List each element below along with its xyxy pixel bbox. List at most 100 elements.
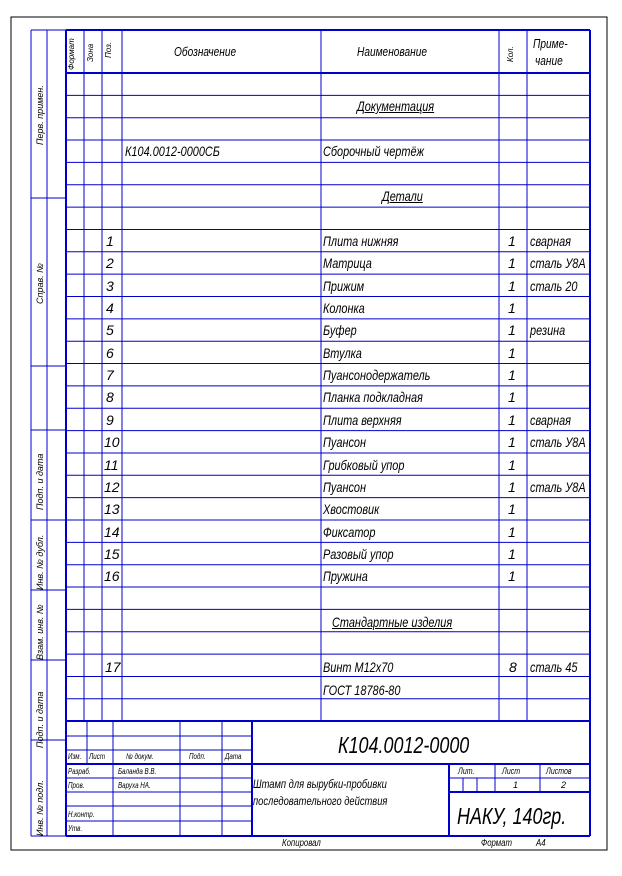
- row-name: Втулка: [323, 344, 362, 361]
- header-note-1: Приме-: [533, 36, 568, 51]
- assembly-name: Сборочный чертёж: [323, 143, 425, 159]
- side-perv-primen: Перв. примен.: [35, 85, 45, 145]
- row-name: Грибковый упор: [323, 456, 405, 473]
- row-name: Хвостовик: [323, 501, 380, 518]
- side-vzam-inv: Взам. инв. №: [35, 604, 45, 660]
- side-sprav-no: Справ. №: [35, 263, 45, 304]
- row-pos: 11: [104, 456, 119, 473]
- row-qty: 1: [508, 255, 516, 272]
- row-pos: 7: [106, 367, 114, 384]
- row-qty: 1: [508, 277, 516, 294]
- row-note: сталь У8А: [530, 255, 586, 272]
- tb-listov-h: Листов: [546, 766, 572, 776]
- tb-date: Дата: [225, 752, 242, 761]
- row-qty: 1: [508, 233, 516, 249]
- std-name-2: ГОСТ 18786-80: [323, 682, 401, 698]
- tb-prov-name: Варуха НА.: [118, 781, 151, 790]
- header-designation: Обозначение: [174, 44, 237, 59]
- row-pos: 1: [106, 233, 114, 249]
- row-qty: 1: [508, 501, 516, 518]
- tb-ndoc: № докум.: [126, 752, 154, 761]
- footer-format-value: А4: [536, 838, 546, 849]
- std-name: Винт М12х70: [323, 659, 394, 675]
- row-pos: 16: [104, 568, 120, 585]
- std-pos: 17: [105, 659, 121, 675]
- tb-nkontr: Н.контр.: [68, 810, 95, 819]
- side-podp-data-1: Подп. и дата: [35, 453, 45, 510]
- side-inv-dubl: Инв. № дубл.: [35, 534, 45, 590]
- header-pos: Поз.: [104, 41, 113, 58]
- row-name: Буфер: [323, 322, 357, 339]
- section-docs: Документация: [357, 98, 435, 114]
- row-pos: 2: [106, 255, 114, 272]
- row-name: Пружина: [323, 568, 368, 585]
- row-pos: 5: [106, 322, 114, 339]
- doc-code: К104.0012-0000: [338, 732, 470, 758]
- tb-org: НАКУ, 140гр.: [457, 803, 567, 829]
- row-pos: 9: [106, 411, 114, 428]
- row-name: Пуансон: [323, 434, 366, 451]
- row-qty: 1: [508, 300, 516, 317]
- tb-razrab-name: Баланда В.В.: [118, 767, 157, 776]
- row-pos: 15: [104, 545, 120, 562]
- row-name: Разовый упор: [323, 545, 394, 562]
- row-qty: 1: [508, 478, 516, 495]
- tb-lit: Лит.: [458, 766, 475, 776]
- row-qty: 1: [508, 456, 516, 473]
- std-note: сталь 45: [530, 659, 578, 675]
- footer-format: Формат: [481, 838, 512, 849]
- row-pos: 12: [104, 478, 120, 495]
- std-qty: 8: [509, 659, 517, 675]
- section-standard: Стандартные изделия: [332, 614, 453, 630]
- row-note: сталь 20: [530, 277, 578, 294]
- side-inv-podl: Инв. № подл.: [35, 780, 45, 836]
- row-name: Матрица: [323, 255, 372, 272]
- row-qty: 1: [508, 568, 516, 585]
- row-note: сварная: [530, 411, 571, 428]
- row-qty: 1: [508, 523, 516, 540]
- row-name: Колонка: [323, 300, 365, 317]
- tb-title-1: Штамп для вырубки-пробивки: [253, 777, 387, 791]
- row-qty: 1: [508, 434, 516, 451]
- header-format: Формат: [67, 38, 76, 70]
- header-name: Наименование: [357, 44, 427, 59]
- row-pos: 14: [104, 523, 120, 540]
- header-zone: Зона: [86, 43, 95, 62]
- row-name: Прижим: [323, 277, 365, 294]
- tb-izm: Изм.: [68, 752, 82, 761]
- tb-utv: Утв.: [68, 824, 83, 833]
- tb-list-h: Лист: [502, 766, 521, 776]
- row-qty: 1: [508, 389, 516, 406]
- row-qty: 1: [508, 411, 516, 428]
- row-pos: 4: [106, 300, 114, 317]
- header-qty: Кол.: [506, 46, 515, 62]
- row-note: резина: [530, 322, 566, 339]
- row-qty: 1: [508, 367, 516, 384]
- tb-list: Лист: [89, 752, 106, 761]
- side-podp-data-2: Подп. и дата: [35, 691, 45, 748]
- row-pos: 8: [106, 389, 114, 406]
- row-pos: 13: [104, 501, 120, 518]
- row-name: Плита верхняя: [323, 411, 402, 428]
- tb-razrab: Разраб.: [68, 767, 91, 776]
- row-name: Плита нижняя: [323, 233, 399, 249]
- row-name: Фиксатор: [323, 523, 376, 540]
- row-qty: 1: [508, 322, 516, 339]
- header-note-2: чание: [535, 53, 563, 68]
- section-details: Детали: [382, 188, 423, 204]
- tb-listov-v: 2: [561, 780, 567, 790]
- row-note: сталь У8А: [530, 434, 586, 451]
- row-qty: 1: [508, 545, 516, 562]
- row-note: сварная: [530, 233, 571, 249]
- tb-title-2: последовательного действия: [253, 794, 388, 808]
- row-pos: 3: [106, 277, 114, 294]
- row-name: Пуансонодержатель: [323, 367, 431, 384]
- assembly-designation: К104.0012-0000СБ: [125, 143, 220, 159]
- tb-prov: Пров.: [68, 781, 85, 790]
- row-name: Пуансон: [323, 478, 366, 495]
- row-qty: 1: [508, 344, 516, 361]
- row-pos: 6: [106, 344, 114, 361]
- row-note: сталь У8А: [530, 478, 586, 495]
- footer-copied: Копировал: [282, 838, 321, 849]
